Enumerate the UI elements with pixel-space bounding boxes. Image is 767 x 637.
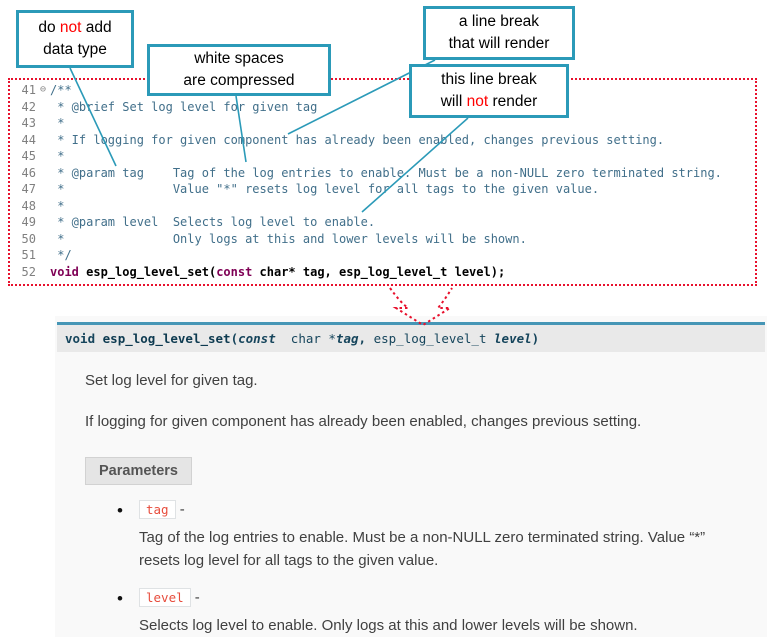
- param-item-tag: tag - Tag of the log entries to enable. …: [115, 500, 745, 573]
- code-line-49: 49 * @param level Selects log level to e…: [12, 214, 722, 231]
- code-line-45: 45 *: [12, 148, 722, 165]
- parameter-list: tag - Tag of the log entries to enable. …: [85, 500, 745, 637]
- line-number: 41: [21, 83, 36, 97]
- sig-keyword-const: const: [238, 331, 284, 346]
- line-number: 46: [21, 165, 36, 180]
- code-text: * If logging for given component has alr…: [50, 132, 665, 147]
- code-text: * Value "*" resets log level for all tag…: [50, 182, 600, 196]
- callout-line-break-no-render: this line break will not render: [409, 64, 569, 118]
- line-number: 43: [21, 116, 36, 130]
- function-call-text: esp_log_level_set(: [78, 264, 217, 279]
- fold-gutter: [36, 99, 50, 116]
- sig-param-tag: tag: [335, 331, 359, 346]
- docs-description: If logging for given component has alrea…: [85, 412, 642, 430]
- docs-body: Set log level for given tag. If logging …: [57, 370, 765, 637]
- fold-collapse-icon[interactable]: ⊖: [39, 84, 47, 95]
- code-line-44: 44 * If logging for given component has …: [12, 132, 722, 149]
- code-line-41: 41 ⊖ /**: [12, 82, 722, 99]
- callout-line: white spaces: [194, 50, 284, 68]
- callout-line: are compressed: [183, 72, 295, 89]
- callout-line: data type: [43, 41, 107, 58]
- line-number: 45: [21, 149, 36, 163]
- fold-gutter: [36, 165, 50, 182]
- code-line-48: 48 *: [12, 198, 722, 215]
- code-text: void esp_log_level_set(const char* tag, …: [50, 264, 505, 281]
- param-dash: -: [175, 501, 185, 518]
- code-line-52: 52 void esp_log_level_set(const char* ta…: [12, 264, 722, 281]
- sig-param-level: level: [494, 331, 532, 346]
- code-text: *: [50, 149, 65, 163]
- fold-gutter: [36, 264, 50, 281]
- sig-function-name: esp_log_level_set: [102, 331, 231, 346]
- fold-gutter: [36, 115, 50, 132]
- line-number: 51: [21, 248, 36, 262]
- function-args-text: char* tag, esp_log_level_t level);: [252, 264, 506, 279]
- emphasis-not: not: [59, 19, 82, 37]
- sig-type-log-level: esp_log_level_t: [373, 331, 495, 346]
- code-text: */: [50, 248, 72, 262]
- keyword-const: const: [216, 264, 253, 279]
- code-text: *: [50, 198, 65, 213]
- code-line-51: 51 */: [12, 247, 722, 264]
- callout-whitespace-compressed: white spaces are compressed: [147, 44, 331, 96]
- callout-line: do not add: [38, 19, 112, 37]
- fold-gutter: [36, 214, 50, 231]
- fold-gutter: [36, 198, 50, 215]
- source-code-panel: 41 ⊖ /** 42 * @brief Set log level for g…: [12, 82, 722, 280]
- code-line-42: 42 * @brief Set log level for given tag: [12, 99, 722, 116]
- line-number: 44: [21, 132, 36, 147]
- code-text: * @param level Selects log level to enab…: [50, 215, 376, 229]
- param-description: Selects log level to enable. Only logs a…: [139, 616, 638, 634]
- code-line-47: 47 * Value "*" resets log level for all …: [12, 181, 722, 198]
- code-text: /**: [50, 83, 72, 97]
- fold-gutter: [36, 247, 50, 264]
- sig-separator: ,: [358, 331, 374, 346]
- param-item-level: level - Selects log level to enable. Onl…: [115, 587, 745, 637]
- keyword-void: void: [50, 264, 79, 279]
- callout-line: that will render: [448, 35, 550, 52]
- callout-line: a line break: [458, 13, 540, 31]
- callout-line: this line break: [441, 71, 537, 89]
- param-dash: -: [190, 588, 200, 606]
- fold-gutter: [36, 231, 50, 248]
- param-name-code: level: [139, 587, 191, 607]
- line-number: 47: [21, 182, 36, 196]
- line-number: 48: [21, 198, 36, 213]
- fold-gutter: [36, 181, 50, 198]
- code-line-43: 43 *: [12, 115, 722, 132]
- function-signature: void esp_log_level_set(const char *tag, …: [57, 322, 765, 352]
- code-line-50: 50 * Only logs at this and lower levels …: [12, 231, 722, 248]
- rendered-docs-panel: void esp_log_level_set(const char *tag, …: [55, 316, 767, 637]
- code-text: * @param tag Tag of the log entries to e…: [50, 165, 722, 180]
- callout-line-break-renders: a line break that will render: [423, 6, 575, 60]
- code-line-46: 46 * @param tag Tag of the log entries t…: [12, 165, 722, 182]
- fold-gutter: [36, 148, 50, 165]
- sig-paren: (: [230, 331, 239, 346]
- callout-no-data-type: do not add data type: [16, 10, 134, 68]
- code-text: *: [50, 116, 65, 130]
- code-text: * @brief Set log level for given tag: [50, 99, 318, 114]
- sig-keyword-void: void: [65, 331, 103, 346]
- emphasis-not: not: [466, 93, 489, 110]
- param-description: Tag of the log entries to enable. Must b…: [139, 529, 706, 570]
- line-number: 52: [21, 264, 36, 279]
- parameters-header: Parameters: [85, 457, 192, 485]
- callout-line: will not render: [440, 93, 538, 110]
- sig-type-char: char *: [283, 331, 336, 346]
- param-name-code: tag: [139, 500, 176, 519]
- code-text: * Only logs at this and lower levels wil…: [50, 231, 527, 246]
- sig-paren: ): [531, 331, 540, 346]
- docs-brief: Set log level for given tag.: [85, 372, 258, 389]
- line-number: 49: [21, 215, 36, 229]
- line-number: 50: [21, 231, 36, 246]
- fold-gutter: [36, 132, 50, 149]
- line-number: 42: [21, 99, 36, 114]
